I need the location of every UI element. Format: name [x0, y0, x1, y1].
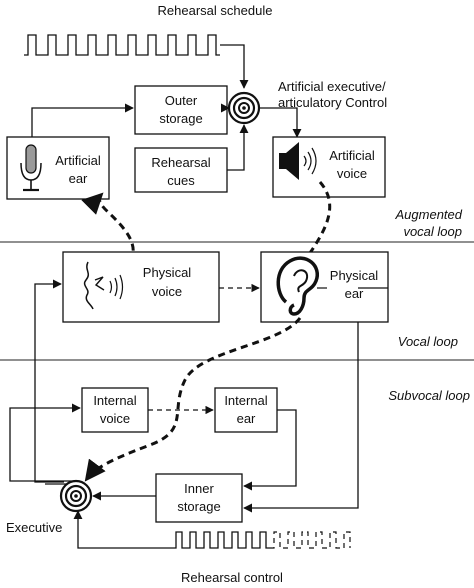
rehearsal-control-label: Rehearsal control	[181, 570, 283, 585]
microphone-icon	[20, 144, 42, 192]
speaker-icon	[279, 142, 317, 180]
rehearsal-control-pulses-dashed	[270, 531, 351, 549]
rehearsal-cues-box	[134, 147, 228, 193]
executive-target-icon	[59, 479, 93, 513]
physical-ear-label-1: Physical	[330, 268, 379, 283]
outer-storage-label-2: storage	[159, 111, 202, 126]
physical-voice-box	[62, 251, 220, 323]
executive-to-physical-voice-arrow	[34, 279, 64, 483]
inner-storage-label-2: storage	[177, 499, 220, 514]
rehearsal-schedule-label: Rehearsal schedule	[158, 3, 273, 18]
mouth-icon	[83, 261, 124, 310]
internal-ear-to-inner-storage-arrow	[243, 409, 297, 491]
ear-to-outer-storage-arrow	[31, 103, 134, 137]
artificial-executive-label-1: Artificial executive/	[278, 79, 386, 94]
executive-to-internal-voice-arrow	[9, 403, 81, 482]
physical-ear-to-executive-path	[84, 317, 302, 482]
augmented-vocal-loop-label-2: vocal loop	[403, 224, 462, 239]
artificial-executive-target-icon	[227, 91, 261, 125]
physical-ear-box	[260, 251, 389, 323]
outer-storage-label-1: Outer	[165, 93, 198, 108]
rehearsal-control-pulses-solid	[170, 531, 270, 549]
rehearsal-control-feed-line	[77, 513, 170, 549]
rehearsal-cues-label-1: Rehearsal	[151, 155, 210, 170]
internal-ear-label-1: Internal	[224, 393, 267, 408]
artificial-ear-box	[6, 136, 110, 200]
internal-ear-label-2: ear	[237, 411, 256, 426]
artificial-voice-label-2: voice	[337, 166, 367, 181]
physical-ear-to-inner-storage-arrow	[243, 322, 359, 513]
physical-voice-label-2: voice	[152, 284, 182, 299]
vocal-loop-label: Vocal loop	[398, 334, 458, 349]
rehearsal-cues-label-2: cues	[167, 173, 195, 188]
physical-voice-to-artificial-ear-path	[81, 192, 135, 263]
artificial-ear-label-2: ear	[69, 171, 88, 186]
inner-storage-box	[155, 473, 243, 523]
internal-voice-label-1: Internal	[93, 393, 136, 408]
inner-storage-label-1: Inner	[184, 481, 214, 496]
rehearsal-schedule-pulses	[24, 34, 220, 56]
internal-ear-box	[214, 387, 278, 433]
augmented-vocal-loop-label-1: Augmented	[395, 207, 463, 222]
internal-voice-label-2: voice	[100, 411, 130, 426]
artificial-voice-to-physical-ear-path	[294, 181, 332, 278]
artificial-ear-label-1: Artificial	[55, 153, 101, 168]
artificial-voice-label-1: Artificial	[329, 148, 375, 163]
executive-to-voice-arrow	[259, 107, 302, 138]
executive-label: Executive	[6, 520, 62, 535]
ear-icon	[276, 256, 320, 316]
outer-storage-box	[134, 85, 228, 135]
cues-to-executive-arrow	[227, 124, 249, 171]
physical-voice-label-1: Physical	[143, 265, 192, 280]
subvocal-loop-label: Subvocal loop	[388, 388, 470, 403]
schedule-to-executive-arrow	[220, 44, 249, 89]
artificial-executive-label-2: articulatory Control	[278, 95, 387, 110]
physical-ear-label-2: ear	[345, 286, 364, 301]
